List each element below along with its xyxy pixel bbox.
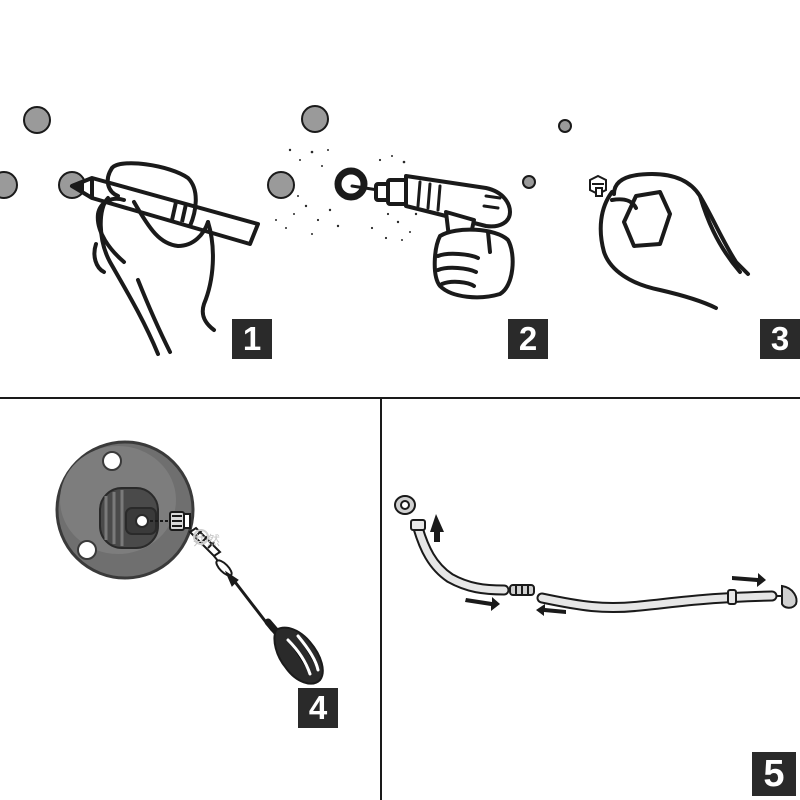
rod-section-bent: [410, 519, 510, 596]
step-4-illustration: [55, 440, 324, 685]
step-number-5: 5: [752, 752, 796, 796]
screwdriver-icon: [224, 570, 324, 685]
step-number-2: 2: [508, 319, 548, 359]
watermark-text: 井然: [193, 534, 222, 549]
hole-mark: [558, 119, 572, 133]
end-cap-left: [394, 495, 416, 515]
rod-socket: [99, 487, 159, 549]
step-1-illustration: [0, 106, 260, 356]
hole-mark: [522, 175, 536, 189]
step-number-1: 1: [232, 319, 272, 359]
step-number-4: 4: [298, 688, 338, 728]
hand-icon: [598, 172, 750, 310]
step-5-illustration: [394, 495, 798, 616]
screw-hole: [77, 540, 97, 560]
hole-mark: [301, 105, 329, 133]
rod-section-long: [536, 589, 778, 614]
end-cap-right: [776, 584, 798, 609]
arrow-icon: [430, 514, 766, 616]
drill-icon: [350, 174, 515, 300]
dust-particles: [275, 148, 418, 241]
rod-connector: [509, 584, 535, 596]
hole-mark: [23, 106, 51, 134]
set-screw-icon: [150, 511, 191, 531]
step-3-illustration: [558, 119, 750, 310]
step-number-3: 3: [760, 319, 800, 359]
hand-icon: [92, 161, 216, 356]
drilled-hole: [334, 167, 368, 201]
hole-mark: [0, 171, 18, 199]
step-2-illustration: [267, 105, 536, 300]
wall-anchor-icon: [589, 174, 607, 197]
screw-hole: [102, 451, 122, 471]
hole-mark: [267, 171, 295, 199]
watermark-logo-icon: [193, 529, 209, 545]
